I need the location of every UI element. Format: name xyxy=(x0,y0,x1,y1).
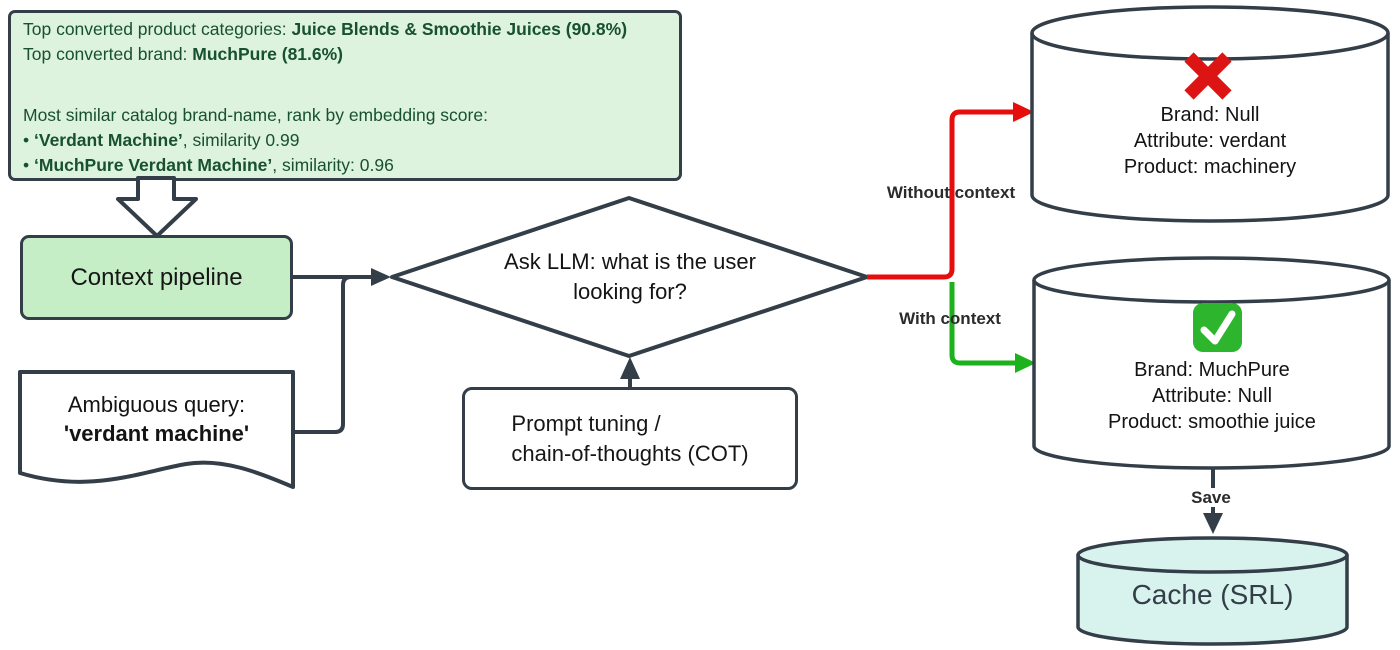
prompt-tuning-node: Prompt tuning / chain-of-thoughts (COT) xyxy=(462,387,798,490)
cylinder-body xyxy=(1076,536,1349,646)
arrowhead-save xyxy=(1203,513,1223,534)
arrowhead-without-context xyxy=(1013,102,1034,122)
without-context-edge-label: Without context xyxy=(886,183,1016,202)
db-without-context-text: Brand: Null Attribute: verdant Product: … xyxy=(1060,102,1360,180)
info-text-bold: Juice Blends & Smoothie Juices (90.8%) xyxy=(291,19,628,39)
db-with-context-text: Brand: MuchPure Attribute: Null Product:… xyxy=(1062,357,1362,435)
info-bullet-muchpure-verdant-machine: • ‘MuchPure Verdant Machine’, similarity… xyxy=(23,153,667,178)
ambiguous-query-line2: 'verdant machine' xyxy=(63,421,250,446)
llm-decision-label: Ask LLM: what is the user looking for? xyxy=(450,247,810,307)
arrowhead-with-context xyxy=(1015,353,1036,373)
save-edge-label: Save xyxy=(1161,488,1261,508)
db-without-product: Product: machinery xyxy=(1123,156,1297,178)
cylinder-body xyxy=(1030,5,1390,223)
db-with-product: Product: smoothie juice xyxy=(1108,411,1316,433)
llm-decision-line1: Ask LLM: what is the user xyxy=(504,249,756,274)
info-text-bold: ‘MuchPure Verdant Machine’ xyxy=(34,155,273,175)
info-line-top-categories: Top converted product categories: Juice … xyxy=(23,17,667,42)
cylinder-rim xyxy=(1032,279,1391,304)
context-info-box: Top converted product categories: Juice … xyxy=(8,10,682,181)
db-with-context-cylinder xyxy=(1032,256,1391,470)
ambiguous-query-line1: Ambiguous query: xyxy=(67,392,246,417)
cylinder-body xyxy=(1032,256,1391,470)
info-text: Top converted product categories: xyxy=(23,19,292,39)
info-text: , similarity: 0.96 xyxy=(272,155,394,175)
arrowhead-into-diamond xyxy=(371,268,391,286)
db-with-brand: Brand: MuchPure xyxy=(1134,359,1290,381)
info-line-top-brand: Top converted brand: MuchPure (81.6%) xyxy=(23,42,667,67)
info-text: Top converted brand: xyxy=(23,44,193,64)
check-icon xyxy=(1193,303,1242,352)
ambiguous-query-label: Ambiguous query: 'verdant machine' xyxy=(20,390,293,448)
info-text-bold: MuchPure (81.6%) xyxy=(192,44,344,64)
info-line-similarity-header: Most similar catalog brand-name, rank by… xyxy=(23,105,488,125)
cache-node-label: Cache (SRL) xyxy=(1078,557,1347,633)
bullet-marker: • xyxy=(23,155,34,175)
db-with-attribute: Attribute: Null xyxy=(1151,385,1273,407)
cache-cylinder xyxy=(1076,536,1349,646)
info-text-bold: ‘Verdant Machine’ xyxy=(34,130,183,150)
save-label-text: Save xyxy=(1186,488,1236,507)
cross-icon xyxy=(1184,52,1232,100)
block-down-arrow xyxy=(116,176,198,238)
info-bullet-verdant-machine: • ‘Verdant Machine’, similarity 0.99 xyxy=(23,128,667,153)
db-without-attribute: Attribute: verdant xyxy=(1133,130,1287,152)
prompt-tuning-label: Prompt tuning / chain-of-thoughts (COT) xyxy=(511,409,748,469)
llm-decision-line2: looking for? xyxy=(573,279,687,304)
context-pipeline-label: Context pipeline xyxy=(70,263,243,291)
prompt-line1: Prompt tuning / xyxy=(511,410,661,436)
arrowhead-prompt-up xyxy=(620,357,640,379)
cylinder-rim xyxy=(1076,554,1349,574)
db-without-brand: Brand: Null xyxy=(1160,104,1260,126)
edge-with-context xyxy=(949,282,1015,366)
prompt-line2: chain-of-thoughts (COT) xyxy=(511,440,749,466)
db-without-context-cylinder xyxy=(1030,5,1390,223)
cylinder-rim xyxy=(1030,32,1390,61)
ambiguous-query-document-shape xyxy=(18,370,295,489)
bullet-marker: • xyxy=(23,130,34,150)
edge-query-to-diamond xyxy=(293,275,362,434)
edge-without-context xyxy=(867,109,1013,280)
info-text: , similarity 0.99 xyxy=(182,130,300,150)
cache-label-text: Cache (SRL) xyxy=(1131,579,1294,610)
with-context-edge-label: With context xyxy=(899,309,1001,328)
